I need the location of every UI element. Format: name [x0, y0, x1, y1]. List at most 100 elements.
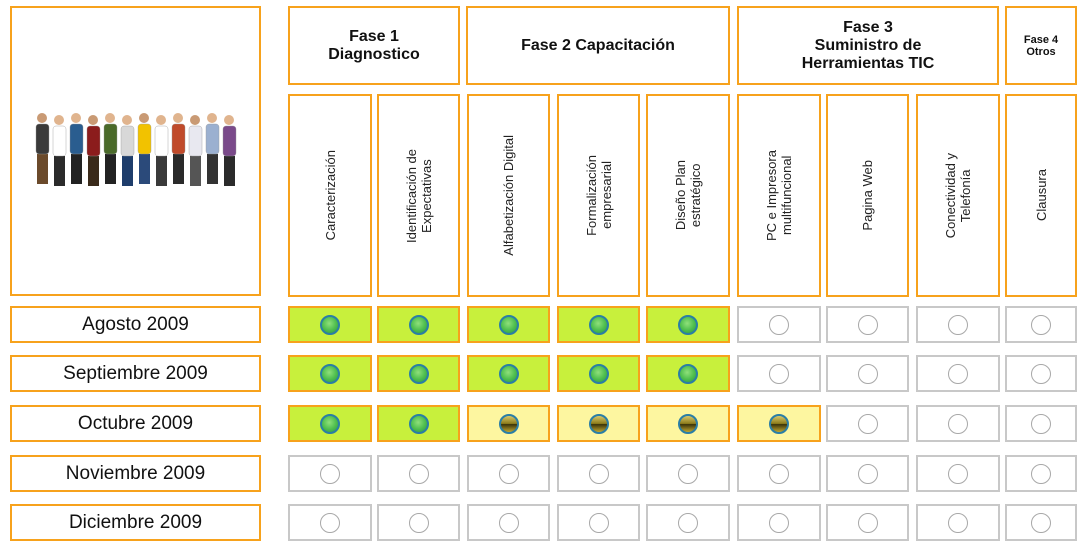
status-cell-formalizacion [557, 355, 640, 392]
filled-green-circle-icon [320, 314, 340, 335]
activity-header-identificacion: Identificación de Expectativas [377, 94, 460, 297]
status-cell-identificacion [377, 405, 460, 442]
status-cell-formalizacion [557, 405, 640, 442]
activity-label: Clausura [1033, 169, 1049, 222]
empty-circle-icon [857, 363, 878, 384]
status-cell-caracterizacion [288, 455, 372, 492]
activity-header-alfabetizacion: Alfabetización Digital [467, 94, 550, 297]
month-label: Octubre 2009 [10, 405, 261, 442]
month-label: Septiembre 2009 [10, 355, 261, 392]
empty-circle-icon [498, 512, 519, 533]
status-cell-pc [737, 355, 821, 392]
empty-circle-icon [1031, 413, 1051, 434]
empty-circle-icon [408, 512, 429, 533]
striped-yellow-circle-icon [769, 413, 789, 434]
empty-circle-icon [857, 314, 878, 335]
empty-circle-icon [769, 363, 789, 384]
empty-circle-icon [857, 512, 878, 533]
empty-circle-icon [769, 314, 789, 335]
activity-header-clausura: Clausura [1005, 94, 1077, 297]
status-cell-identificacion [377, 306, 460, 343]
empty-circle-icon [1031, 463, 1051, 484]
filled-green-circle-icon [588, 363, 609, 384]
status-cell-pagina [826, 504, 909, 541]
empty-circle-icon [857, 463, 878, 484]
status-cell-pc [737, 306, 821, 343]
status-cell-diseno [646, 405, 730, 442]
activity-header-diseno: Diseño Plan estratégico [646, 94, 730, 297]
group-of-workers-image [35, 113, 237, 186]
filled-green-circle-icon [320, 363, 340, 384]
month-label: Agosto 2009 [10, 306, 261, 343]
filled-green-circle-icon [678, 363, 698, 384]
activity-label: Caracterización [322, 150, 338, 241]
status-cell-caracterizacion [288, 405, 372, 442]
status-cell-pagina [826, 405, 909, 442]
activity-header-conectividad: Conectividad y Telefonía [916, 94, 1000, 297]
status-cell-formalizacion [557, 306, 640, 343]
activity-label: Diseño Plan estratégico [673, 160, 703, 231]
empty-circle-icon [948, 413, 968, 434]
status-cell-caracterizacion [288, 504, 372, 541]
status-cell-clausura [1005, 306, 1077, 343]
status-cell-alfabetizacion [467, 455, 550, 492]
activity-header-pagina: Pagina Web [826, 94, 909, 297]
status-cell-identificacion [377, 355, 460, 392]
filled-green-circle-icon [320, 413, 340, 434]
status-cell-formalizacion [557, 455, 640, 492]
empty-circle-icon [408, 463, 429, 484]
empty-circle-icon [1031, 314, 1051, 335]
empty-circle-icon [588, 512, 609, 533]
striped-yellow-circle-icon [588, 413, 609, 434]
status-cell-formalizacion [557, 504, 640, 541]
phase-header-fase2: Fase 2 Capacitación [466, 6, 730, 85]
status-cell-diseno [646, 355, 730, 392]
status-cell-pagina [826, 355, 909, 392]
status-cell-pc [737, 455, 821, 492]
activity-label: Formalización empresarial [583, 155, 614, 236]
empty-circle-icon [320, 512, 340, 533]
status-cell-diseno [646, 504, 730, 541]
empty-circle-icon [1031, 363, 1051, 384]
empty-circle-icon [678, 512, 698, 533]
status-cell-diseno [646, 455, 730, 492]
empty-circle-icon [588, 463, 609, 484]
empty-circle-icon [948, 314, 968, 335]
status-cell-clausura [1005, 405, 1077, 442]
activity-header-formalizacion: Formalización empresarial [557, 94, 640, 297]
status-cell-alfabetizacion [467, 355, 550, 392]
activity-label: Conectividad y Telefonía [943, 152, 973, 239]
filled-green-circle-icon [408, 314, 429, 335]
status-cell-clausura [1005, 355, 1077, 392]
status-cell-pc [737, 405, 821, 442]
month-label: Diciembre 2009 [10, 504, 261, 541]
filled-green-circle-icon [498, 314, 519, 335]
phase-header-fase3: Fase 3 Suministro de Herramientas TIC [737, 6, 999, 85]
activity-header-pc: PC e Impresora multifuncional [737, 94, 821, 297]
empty-circle-icon [769, 463, 789, 484]
filled-green-circle-icon [588, 314, 609, 335]
empty-circle-icon [320, 463, 340, 484]
status-cell-caracterizacion [288, 306, 372, 343]
status-cell-conectividad [916, 405, 1000, 442]
status-cell-pagina [826, 306, 909, 343]
filled-green-circle-icon [498, 363, 519, 384]
empty-circle-icon [498, 463, 519, 484]
activity-label: Pagina Web [860, 160, 875, 231]
status-cell-alfabetizacion [467, 504, 550, 541]
status-cell-conectividad [916, 306, 1000, 343]
striped-yellow-circle-icon [678, 413, 698, 434]
phase-header-fase1: Fase 1 Diagnostico [288, 6, 460, 85]
month-label: Noviembre 2009 [10, 455, 261, 492]
filled-green-circle-icon [408, 363, 429, 384]
filled-green-circle-icon [408, 413, 429, 434]
status-cell-conectividad [916, 455, 1000, 492]
empty-circle-icon [769, 512, 789, 533]
empty-circle-icon [948, 512, 968, 533]
striped-yellow-circle-icon [498, 413, 519, 434]
filled-green-circle-icon [678, 314, 698, 335]
status-cell-clausura [1005, 455, 1077, 492]
status-cell-conectividad [916, 355, 1000, 392]
empty-circle-icon [678, 463, 698, 484]
activity-label: Alfabetización Digital [501, 135, 516, 256]
